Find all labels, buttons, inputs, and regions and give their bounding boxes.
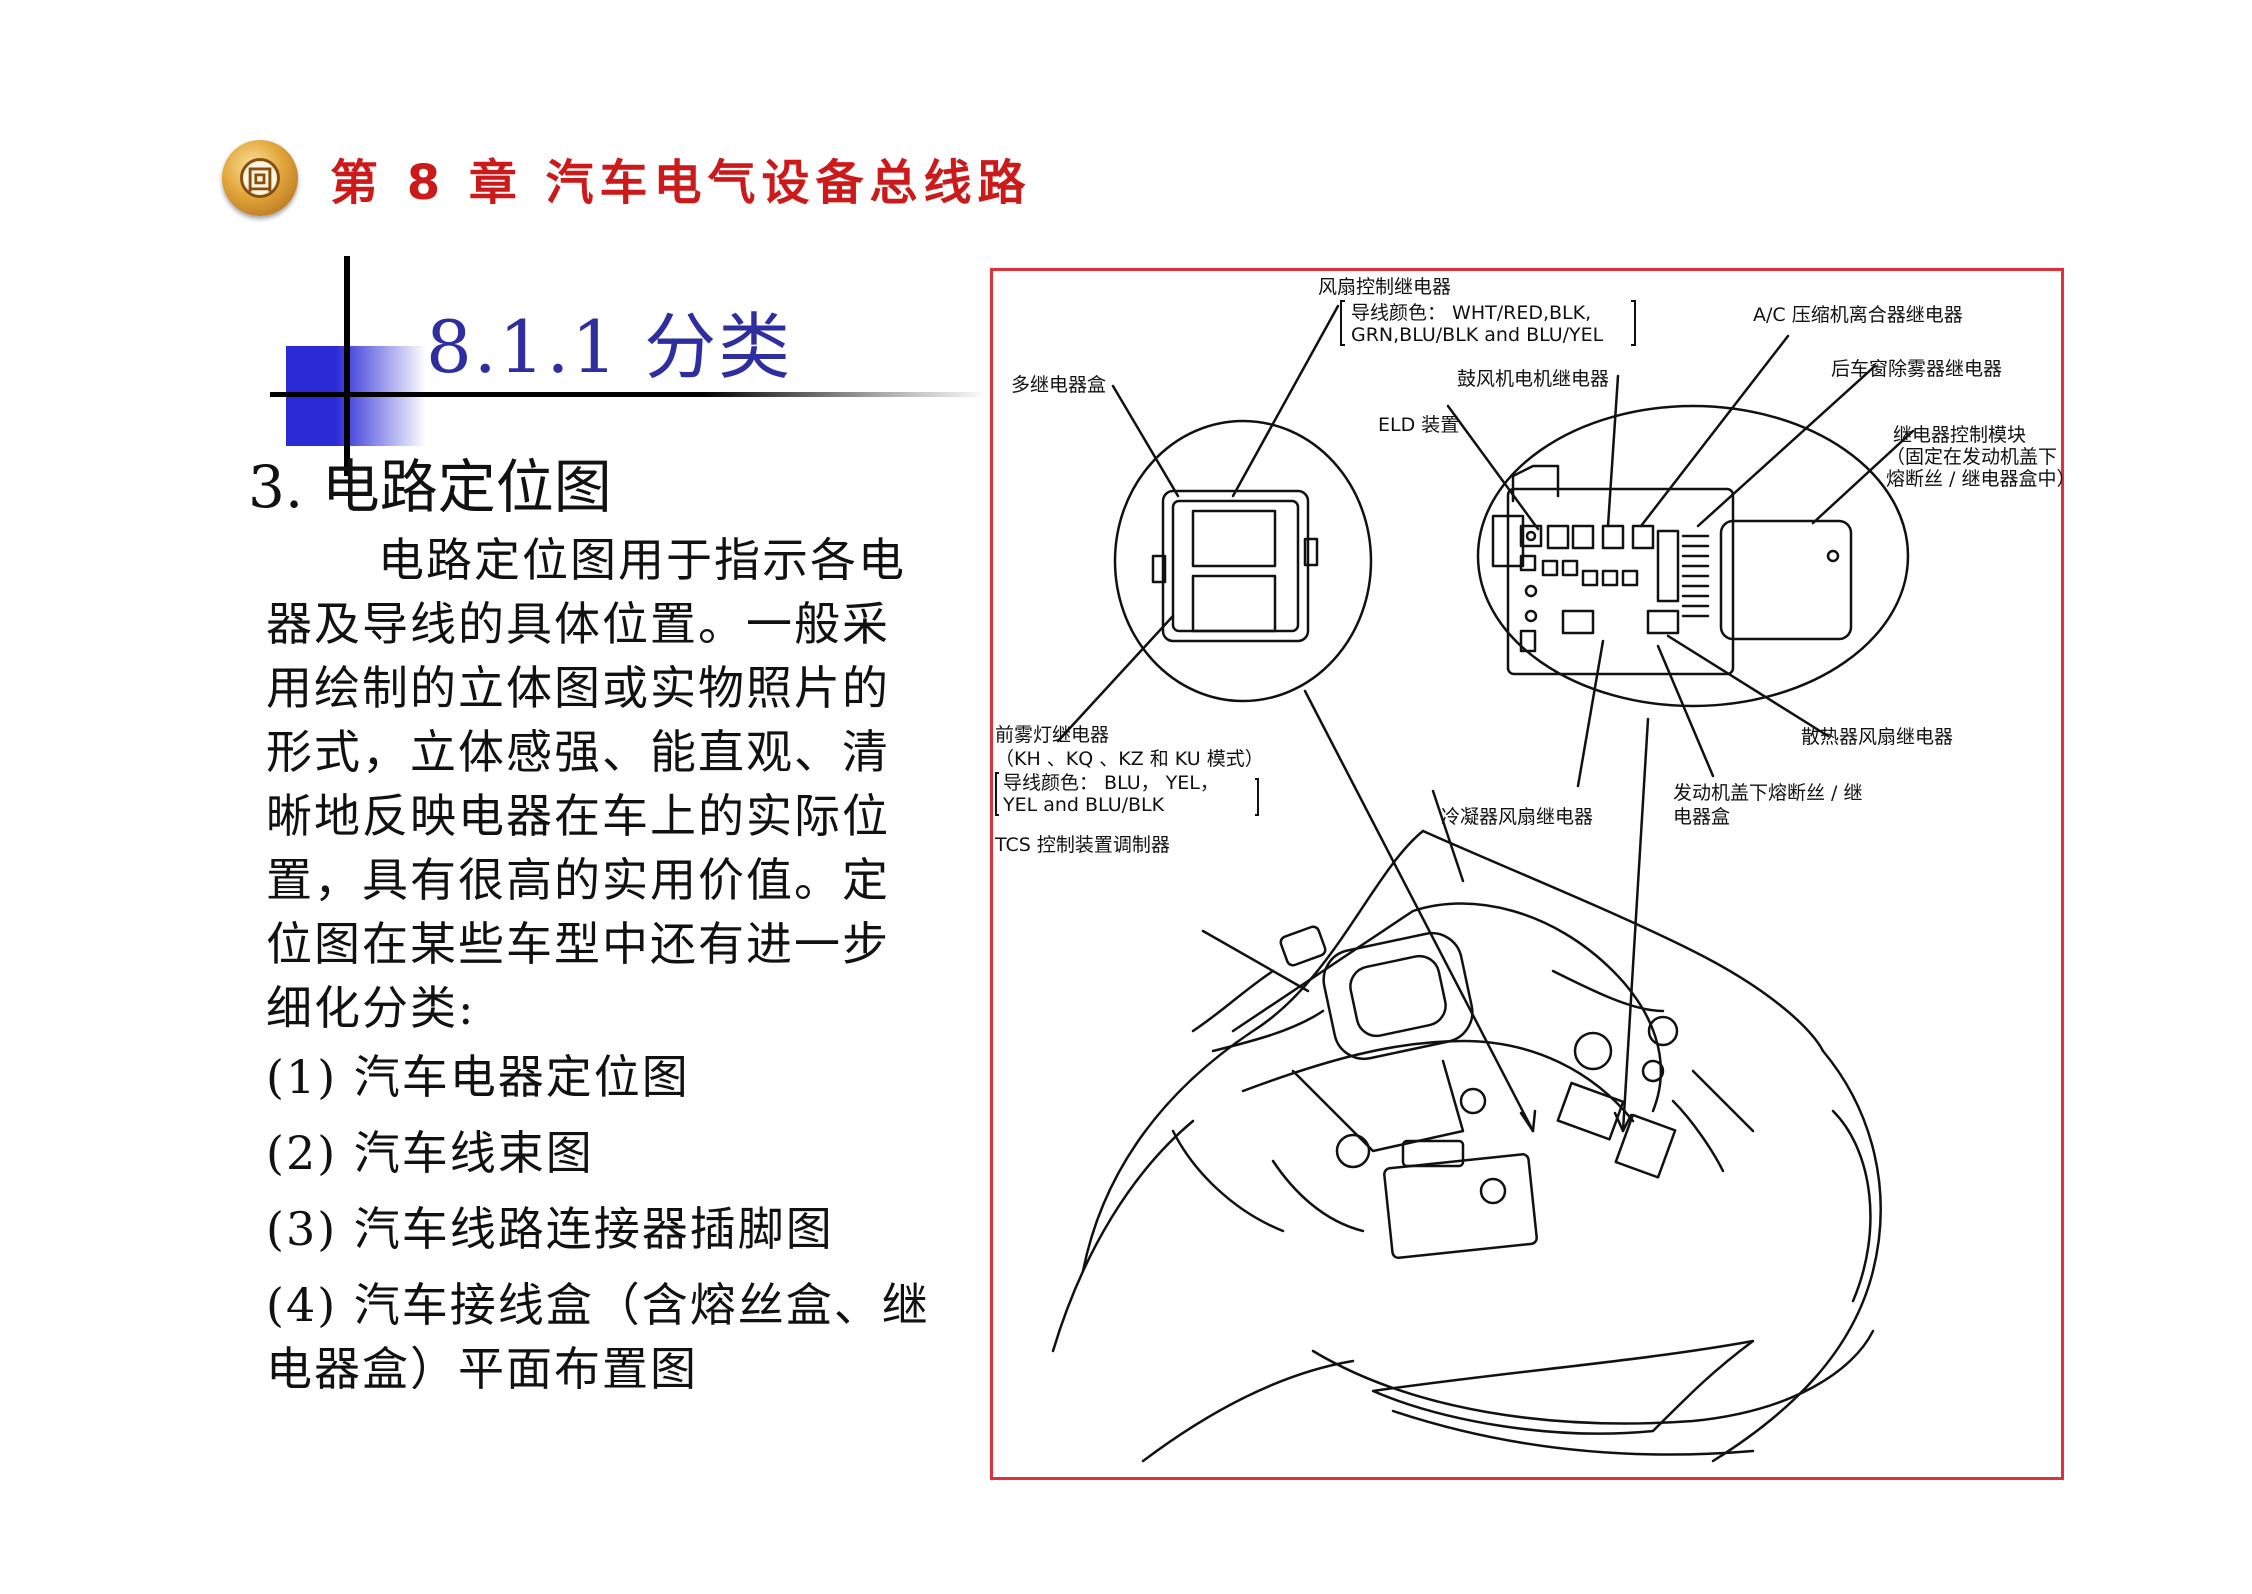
chapter-book-icon: 回 (222, 140, 298, 216)
label-condenser-fan-relay: 冷凝器风扇继电器 (1441, 806, 1594, 828)
label-hood-fuse-box-1: 发动机盖下熔断丝 / 继 (1673, 782, 1863, 804)
label-fan-relay: 风扇控制继电器 (1318, 276, 1452, 298)
relay-location-diagram (1051, 304, 1915, 1463)
label-relay-module-3: 熔断丝 / 继电器盒中） (1886, 468, 2076, 490)
label-radiator-fan-relay: 散热器风扇继电器 (1801, 726, 1954, 748)
list-item: (1) 汽车电器定位图 (266, 1050, 690, 1104)
label-hood-fuse-box-2: 电器盒 (1673, 806, 1731, 828)
body-paragraph: 电路定位图用于指示各电器及导线的具体位置。一般采用绘制的立体图或实物照片的形式，… (266, 533, 906, 1035)
chapter-title: 第 8 章 汽车电气设备总线路 (330, 155, 1032, 211)
chapter-icon-glyph: 回 (240, 158, 280, 198)
section-title: 8.1.1 分类 (426, 305, 793, 389)
label-defog-relay: 后车窗除雾器继电器 (1831, 358, 2003, 380)
section-decoration-line (270, 392, 990, 397)
label-fog-relay: 前雾灯继电器 (995, 724, 1110, 746)
label-eld: ELD 装置 (1378, 414, 1460, 436)
label-wire-color-2: GRN,BLU/BLK and BLU/YEL (1351, 324, 1604, 346)
label-fog-relay-models: （KH 、KQ 、KZ 和 KU 模式） (995, 748, 1264, 770)
classification-list: (1) 汽车电器定位图 (2) 汽车线束图 (3) 汽车线路连接器插脚图 (4)… (266, 1045, 966, 1413)
label-fog-wire-color-1: 导线颜色： BLU， YEL， (1003, 772, 1219, 794)
circuit-location-figure: 风扇控制继电器 导线颜色： WHT/RED,BLK, GRN,BLU/BLK a… (990, 268, 2075, 1480)
multi-relay-box-callout (1113, 419, 1373, 703)
label-relay-module-1: 继电器控制模块 (1893, 424, 2027, 446)
section-decoration-vertical (344, 256, 350, 476)
list-item: (3) 汽车线路连接器插脚图 (266, 1202, 834, 1256)
list-item: (2) 汽车线束图 (266, 1126, 594, 1180)
label-fog-wire-color-2: YEL and BLU/BLK (1003, 794, 1165, 816)
label-blower-relay: 鼓风机电机继电器 (1457, 368, 1610, 390)
label-ac-relay: A/C 压缩机离合器继电器 (1753, 304, 1963, 326)
fuse-relay-box-callout (1476, 404, 1910, 708)
label-multi-relay-box: 多继电器盒 (1011, 374, 1107, 396)
label-wire-color-1: 导线颜色： WHT/RED,BLK, (1351, 302, 1592, 324)
chapter-header: 回 第 8 章 汽车电气设备总线路 (222, 138, 1032, 218)
label-relay-module-2: （固定在发动机盖下 (1886, 446, 2058, 468)
subsection-title: 3. 电路定位图 (248, 453, 612, 521)
label-tcs-modulator: TCS 控制装置调制器 (995, 834, 1170, 856)
list-item: (4) 汽车接线盒（含熔丝盒、继电器盒）平面布置图 (266, 1278, 930, 1396)
